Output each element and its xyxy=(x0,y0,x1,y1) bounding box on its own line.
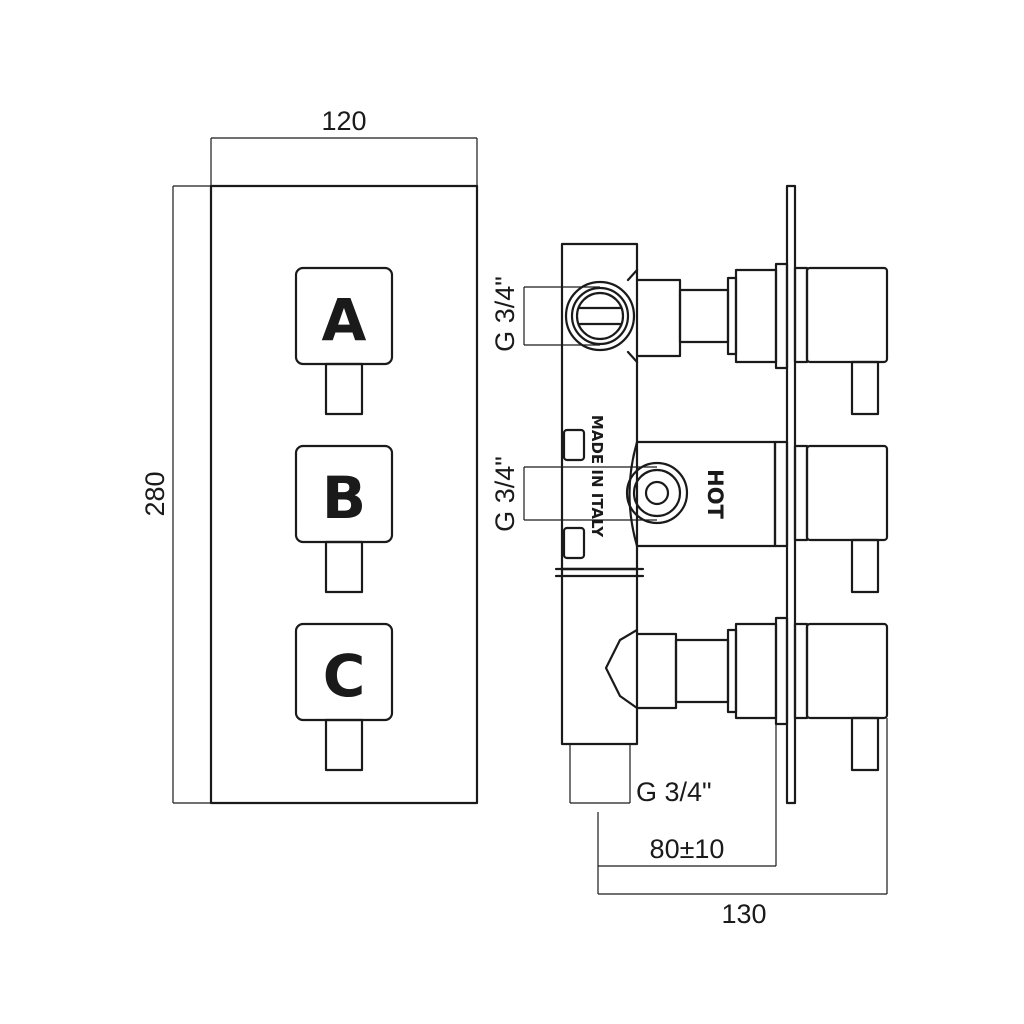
made-in-italy-marking: MADE IN ITALY xyxy=(588,415,606,538)
handle-b-label: B xyxy=(322,464,366,532)
total-depth-label: 130 xyxy=(721,899,766,929)
handle-c: C xyxy=(294,622,394,772)
handle-c-lever xyxy=(324,718,364,772)
wall-plate xyxy=(785,184,797,805)
middle-inlet-connection xyxy=(562,428,789,560)
valve-body xyxy=(554,242,645,746)
thread-dimension-bottom: G 3/4" xyxy=(569,744,712,807)
valve-body-lower xyxy=(560,567,639,746)
bottom-outlet-connection xyxy=(604,616,789,726)
height-dimension: 280 xyxy=(140,185,211,804)
handle-b-lever xyxy=(324,540,364,594)
wall-depth-label: 80±10 xyxy=(650,834,725,864)
top-outlet-connection xyxy=(564,262,789,370)
width-dimension-label: 120 xyxy=(321,106,366,136)
handle-a-label: A xyxy=(322,286,367,354)
handle-c-label: C xyxy=(323,642,366,710)
front-view: 120 280 A B C xyxy=(140,106,479,805)
wall-depth-dimension: 80±10 xyxy=(597,718,777,894)
side-handle-a xyxy=(793,266,889,416)
total-depth-dimension: 130 xyxy=(598,718,888,929)
handle-a: A xyxy=(294,266,394,416)
thread-dimension-bottom-label: G 3/4" xyxy=(636,777,712,807)
cover-plate xyxy=(209,184,479,805)
hot-marking: HOT xyxy=(703,469,727,519)
thread-dimension-top: G 3/4" xyxy=(490,276,600,352)
side-handle-c xyxy=(793,622,889,772)
side-handle-b xyxy=(793,444,889,594)
handle-a-lever xyxy=(324,362,364,416)
width-dimension: 120 xyxy=(210,106,478,186)
handle-b: B xyxy=(294,444,394,594)
side-view: MADE IN ITALY HOT G 3/4" G 3/4" G 3/4" xyxy=(490,184,889,929)
height-dimension-label: 280 xyxy=(140,471,170,516)
thread-dimension-middle: G 3/4" xyxy=(490,456,657,532)
thread-dimension-middle-label: G 3/4" xyxy=(490,456,520,532)
thread-dimension-top-label: G 3/4" xyxy=(490,276,520,352)
